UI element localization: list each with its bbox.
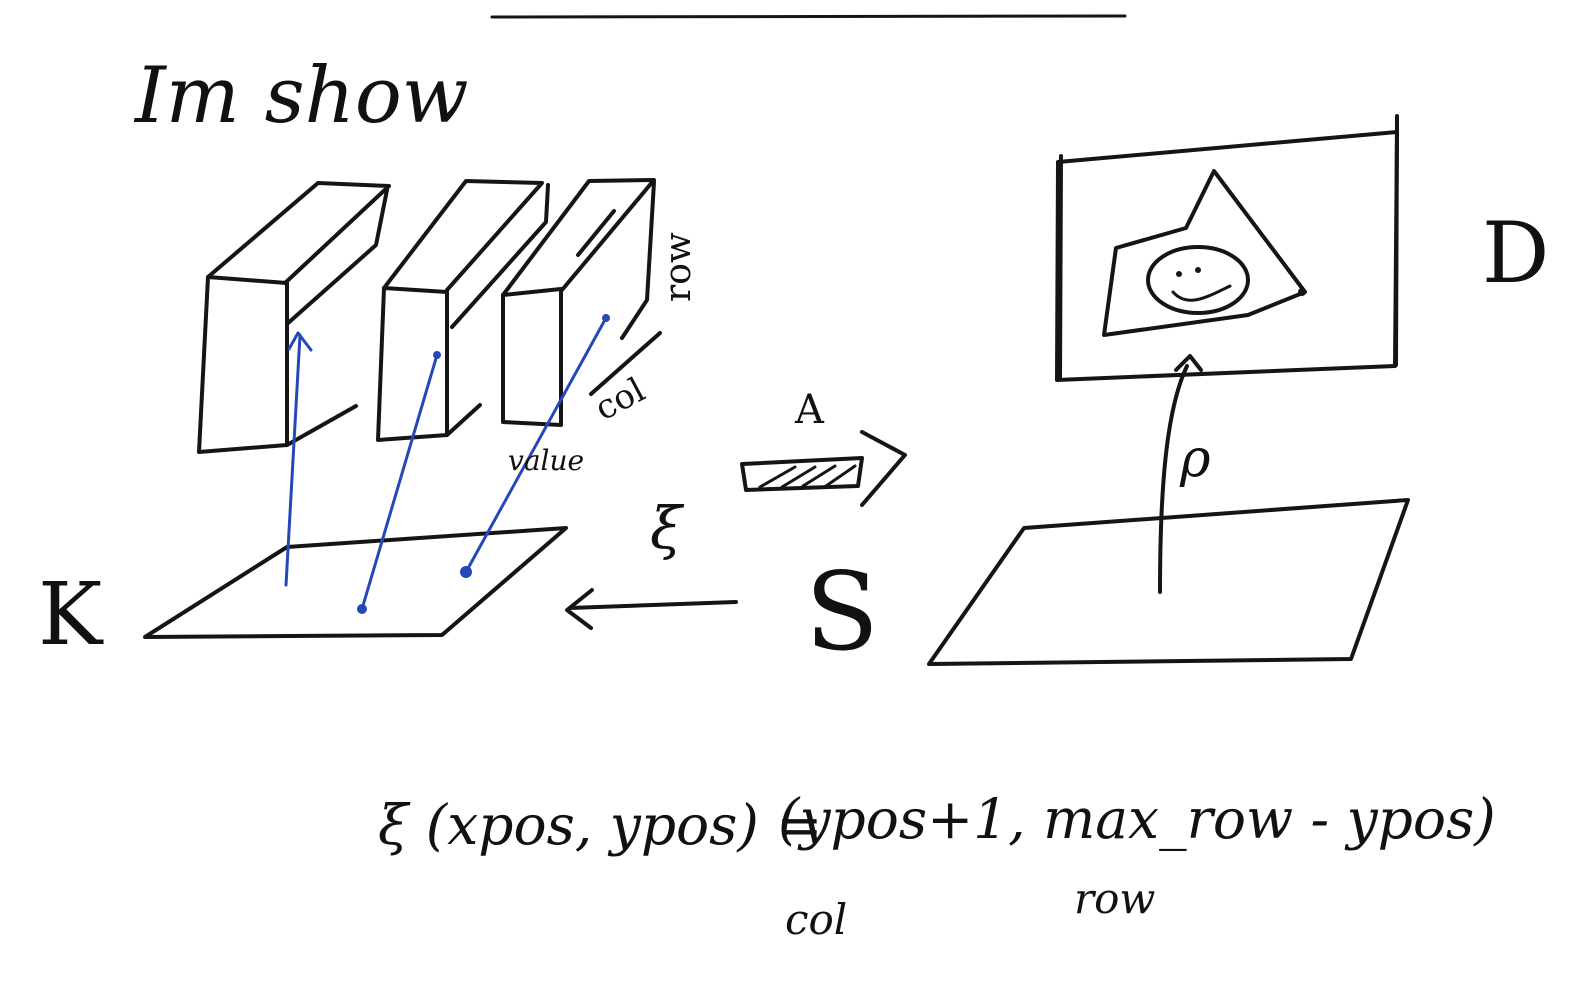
k-label: K xyxy=(38,565,104,665)
a-label: A xyxy=(794,387,825,433)
channel-box-3 xyxy=(501,178,662,427)
xi-label: ξ xyxy=(650,494,685,562)
equation-rhs: (ypos+1, max_row - ypos) xyxy=(778,787,1496,851)
rho-connector xyxy=(1158,354,1203,594)
row-label: row xyxy=(658,232,699,302)
channel-box-1 xyxy=(197,181,391,454)
rho-label: ρ xyxy=(1179,429,1211,489)
k-plane xyxy=(143,526,568,639)
d-label: D xyxy=(1482,204,1549,302)
screen-plane xyxy=(927,498,1410,666)
col-label: col xyxy=(588,370,651,429)
under-col-label: col xyxy=(785,895,847,944)
s-label: S xyxy=(805,550,879,675)
channel-box-2 xyxy=(376,179,550,442)
xi-arrow xyxy=(565,588,738,630)
top-border-line xyxy=(490,14,1127,19)
equation-lhs: ξ (xpos, ypos) = xyxy=(378,793,822,857)
blue-mapping-arrows xyxy=(284,314,610,614)
title-text: Im show xyxy=(133,51,469,141)
under-row-label: row xyxy=(1074,874,1155,923)
a-arrow xyxy=(740,430,907,507)
display-monitor xyxy=(1055,114,1399,382)
value-label: value xyxy=(508,444,584,477)
face-outline xyxy=(1146,245,1250,315)
